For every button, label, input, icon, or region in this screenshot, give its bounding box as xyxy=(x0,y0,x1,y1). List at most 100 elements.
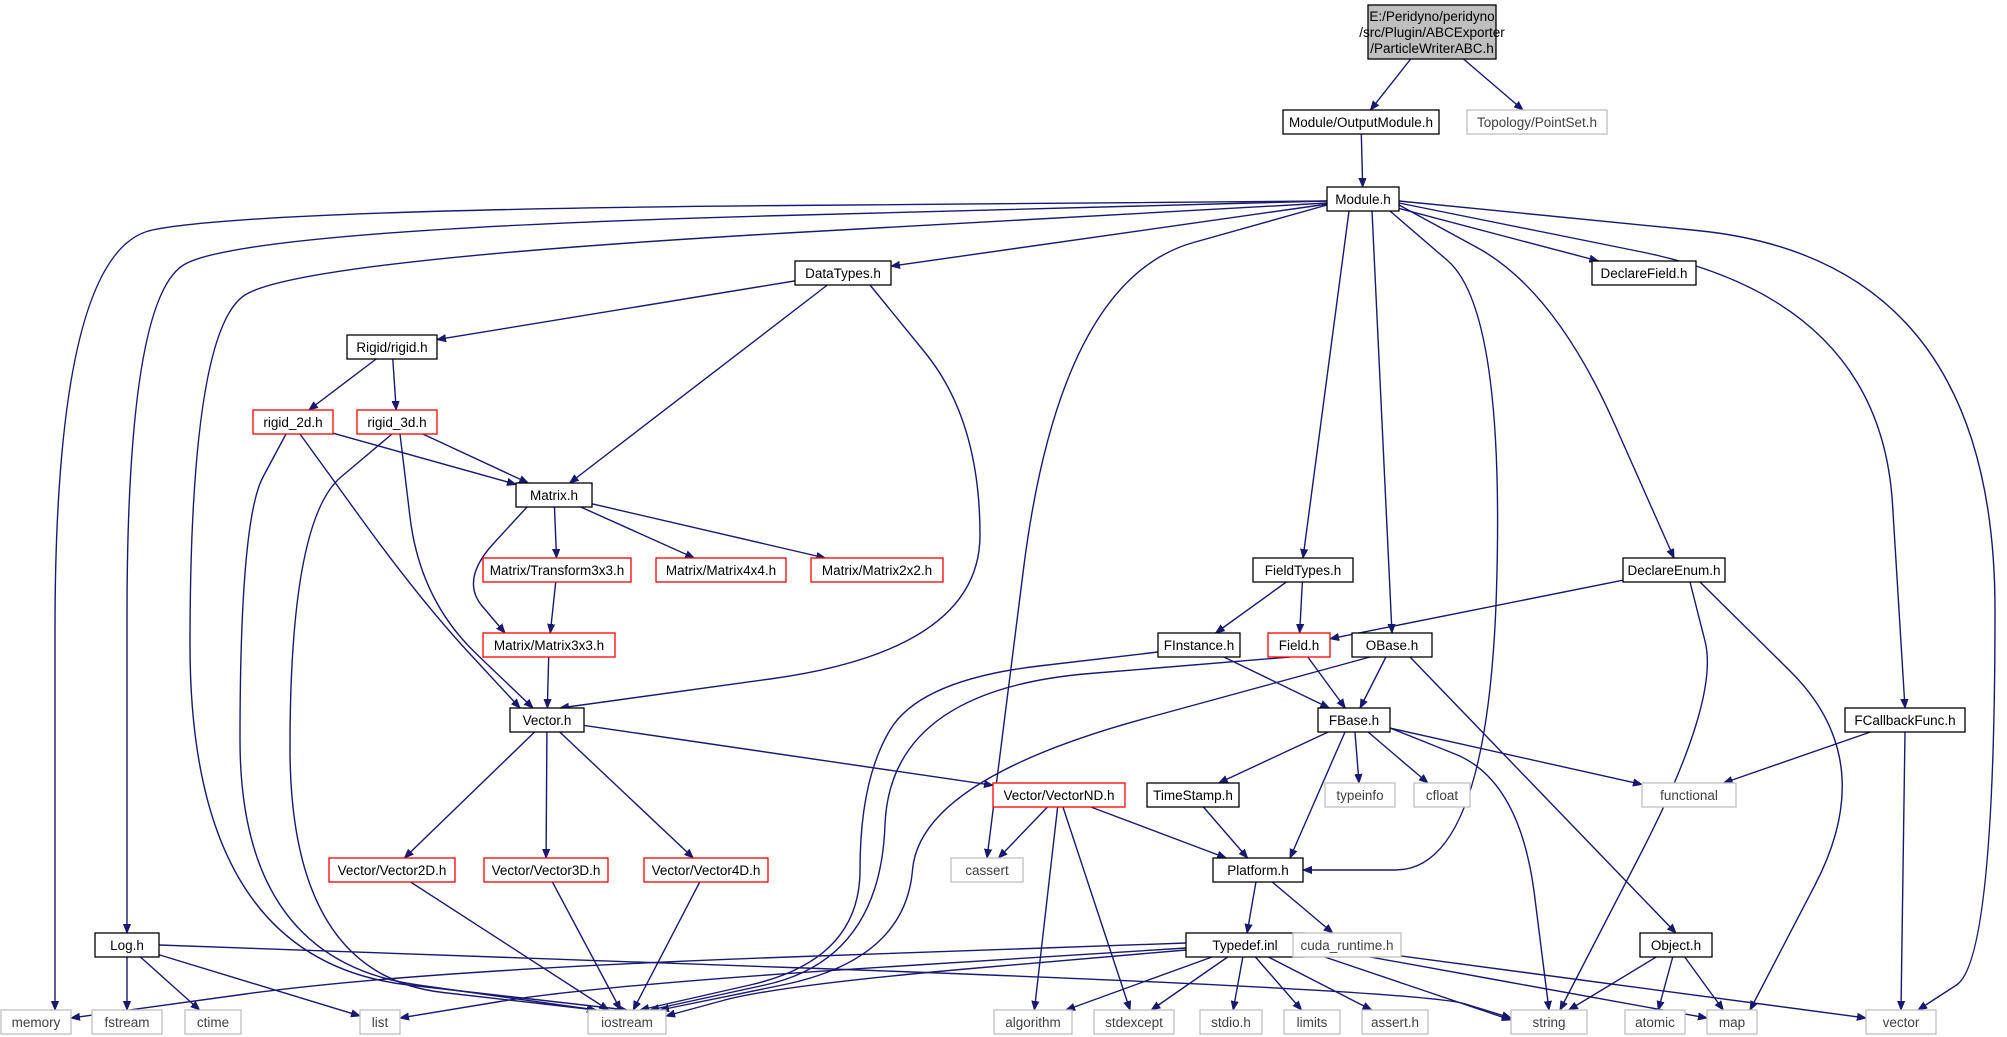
node-box-timestamp xyxy=(1146,782,1240,808)
node-finstance[interactable]: FInstance.h xyxy=(1157,632,1241,658)
node-vector3d[interactable]: Vector/Vector3D.h xyxy=(483,857,609,883)
node-box-vector3d xyxy=(483,857,609,883)
node-label-fstream: fstream xyxy=(104,1015,149,1030)
edge-rigid3d-to-matrix xyxy=(422,433,528,484)
node-box-obase xyxy=(1351,632,1433,658)
node-rigid[interactable]: Rigid/rigid.h xyxy=(346,334,438,360)
node-transform3x3[interactable]: Matrix/Transform3x3.h xyxy=(482,557,632,583)
node-label-obase: OBase.h xyxy=(1366,638,1419,653)
node-matrix[interactable]: Matrix.h xyxy=(515,482,593,508)
node-label-matrix: Matrix.h xyxy=(530,488,578,503)
edge-module-to-datatypes xyxy=(891,203,1328,266)
edge-vectornd-to-stdexcept xyxy=(1062,806,1130,1010)
node-rigid2d[interactable]: rigid_2d.h xyxy=(252,409,334,435)
node-label-vector2d: Vector/Vector2D.h xyxy=(338,863,447,878)
node-outputmodule[interactable]: Module/OutputModule.h xyxy=(1282,109,1440,135)
node-log[interactable]: Log.h xyxy=(94,932,160,958)
node-box-fcallback xyxy=(1844,707,1966,733)
node-box-outputmodule xyxy=(1282,109,1440,135)
node-vectorstd: vector xyxy=(1865,1009,1937,1035)
node-module[interactable]: Module.h xyxy=(1326,186,1400,212)
node-box-vector2d xyxy=(328,857,456,883)
node-label-vector4d: Vector/Vector4D.h xyxy=(652,863,761,878)
node-matrix3x3[interactable]: Matrix/Matrix3x3.h xyxy=(482,632,616,658)
node-label-matrix4x4: Matrix/Matrix4x4.h xyxy=(666,563,776,578)
edge-obase-to-iostream xyxy=(660,656,1371,1010)
node-obase[interactable]: OBase.h xyxy=(1351,632,1433,658)
node-box-cudaruntime xyxy=(1292,932,1402,958)
node-matrix2x2[interactable]: Matrix/Matrix2x2.h xyxy=(810,557,944,583)
node-iostream: iostream xyxy=(587,1009,667,1035)
node-matrix4x4[interactable]: Matrix/Matrix4x4.h xyxy=(655,557,787,583)
node-platform[interactable]: Platform.h xyxy=(1212,857,1304,883)
node-label-ctime: ctime xyxy=(197,1015,229,1030)
node-declarefield[interactable]: DeclareField.h xyxy=(1591,260,1697,286)
node-typedef[interactable]: Typedef.inl xyxy=(1185,932,1305,958)
edge-object-to-map xyxy=(1684,956,1724,1010)
node-box-matrix2x2 xyxy=(810,557,944,583)
node-box-platform xyxy=(1212,857,1304,883)
node-label-fcallback: FCallbackFunc.h xyxy=(1854,713,1955,728)
node-label-stdio: stdio.h xyxy=(1211,1015,1251,1030)
node-rigid3d[interactable]: rigid_3d.h xyxy=(356,409,438,435)
node-box-rigid3d xyxy=(356,409,438,435)
edge-fbase-to-typeinfo xyxy=(1355,731,1359,783)
node-label-rigid3d: rigid_3d.h xyxy=(367,415,426,430)
node-box-functional xyxy=(1641,782,1737,808)
node-box-map xyxy=(1706,1009,1758,1035)
edge-module-to-vectorstd xyxy=(1398,200,1996,1010)
edge-root-to-outputmodule xyxy=(1370,58,1412,110)
edge-vector-to-vector3d xyxy=(546,731,547,858)
edge-typedef-to-iostream xyxy=(666,949,1187,1016)
edge-typedef-to-limits xyxy=(1254,956,1301,1010)
node-box-stdexcept xyxy=(1093,1009,1175,1035)
node-datatypes[interactable]: DataTypes.h xyxy=(794,260,892,286)
node-fcallback[interactable]: FCallbackFunc.h xyxy=(1844,707,1966,733)
edge-vectornd-to-algorithm xyxy=(1034,806,1059,1010)
node-box-list xyxy=(359,1009,401,1035)
node-label-typedef: Typedef.inl xyxy=(1212,938,1277,953)
node-field[interactable]: Field.h xyxy=(1267,632,1331,658)
node-fieldtypes[interactable]: FieldTypes.h xyxy=(1252,557,1354,583)
node-vectornd[interactable]: Vector/VectorND.h xyxy=(992,782,1126,808)
node-label-log: Log.h xyxy=(110,938,144,953)
edge-field-to-iostream xyxy=(650,656,1291,1010)
node-label-datatypes: DataTypes.h xyxy=(805,266,881,281)
node-label-memory: memory xyxy=(12,1015,61,1030)
edge-finstance-to-iostream xyxy=(640,651,1159,1010)
edge-rigid2d-to-matrix xyxy=(332,432,516,484)
edge-matrix-to-matrix3x3 xyxy=(472,506,528,633)
node-fbase[interactable]: FBase.h xyxy=(1317,707,1391,733)
edge-module-to-platform xyxy=(1303,210,1499,870)
node-box-matrix xyxy=(515,482,593,508)
edge-fieldtypes-to-field xyxy=(1300,581,1303,633)
edge-obase-to-object xyxy=(1409,656,1676,933)
node-label-transform3x3: Matrix/Transform3x3.h xyxy=(490,563,625,578)
node-vector2d[interactable]: Vector/Vector2D.h xyxy=(328,857,456,883)
node-label-cfloat: cfloat xyxy=(1426,788,1459,803)
edge-root-to-pointset xyxy=(1463,58,1524,110)
node-asserth: assert.h xyxy=(1361,1009,1429,1035)
node-label-root: /src/Plugin/ABCExporter xyxy=(1359,25,1505,40)
node-box-cfloat xyxy=(1413,782,1471,808)
node-box-matrix3x3 xyxy=(482,632,616,658)
edge-vector2d-to-iostream xyxy=(410,881,609,1010)
edge-fbase-to-platform xyxy=(1289,731,1346,858)
node-vector[interactable]: Vector.h xyxy=(509,707,585,733)
node-vector4d[interactable]: Vector/Vector4D.h xyxy=(643,857,769,883)
node-label-typeinfo: typeinfo xyxy=(1336,788,1383,803)
node-box-matrix4x4 xyxy=(655,557,787,583)
node-box-rigid xyxy=(346,334,438,360)
node-box-transform3x3 xyxy=(482,557,632,583)
node-object[interactable]: Object.h xyxy=(1639,932,1713,958)
node-cfloat: cfloat xyxy=(1413,782,1471,808)
node-pointset: Topology/PointSet.h xyxy=(1466,109,1608,135)
node-label-cassert: cassert xyxy=(965,863,1009,878)
node-timestamp[interactable]: TimeStamp.h xyxy=(1146,782,1240,808)
node-declareenum[interactable]: DeclareEnum.h xyxy=(1622,557,1726,583)
node-fstream: fstream xyxy=(91,1009,163,1035)
node-label-field: Field.h xyxy=(1279,638,1320,653)
node-label-list: list xyxy=(372,1015,389,1030)
node-root[interactable]: E:/Peridyno/peridyno/src/Plugin/ABCExpor… xyxy=(1359,4,1505,60)
